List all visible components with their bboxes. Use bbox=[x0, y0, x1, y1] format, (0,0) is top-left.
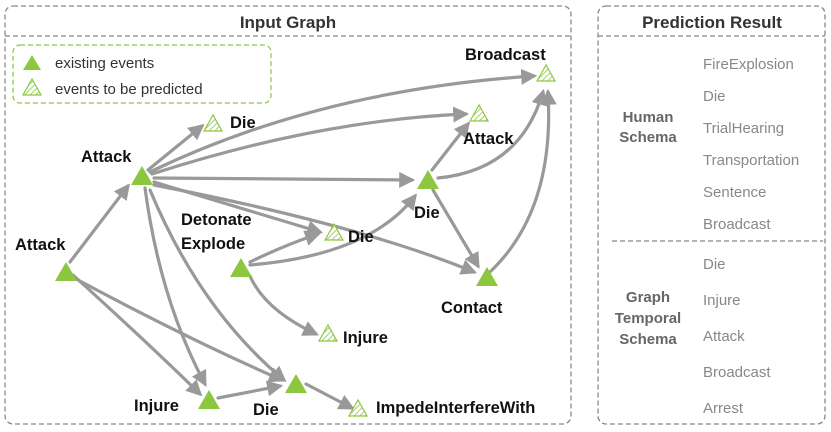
node-detonate-explode bbox=[230, 258, 252, 277]
node-attack-top bbox=[131, 166, 153, 185]
edge-dieright-broadcast bbox=[436, 88, 548, 180]
edge-diebottom-impede bbox=[304, 382, 355, 410]
edge-attacktop-contact bbox=[152, 183, 477, 275]
graph-schema-label-line1: Graph bbox=[626, 289, 670, 306]
label-injure-mid: Injure bbox=[343, 329, 388, 347]
edge-attackleft-injurebottom bbox=[71, 273, 203, 397]
node-impede bbox=[347, 398, 369, 417]
label-detonate-line1: Detonate bbox=[181, 211, 252, 229]
human-schema-item: Die bbox=[703, 88, 726, 105]
human-schema-item: Transportation bbox=[703, 152, 799, 169]
prediction-panel-border bbox=[597, 5, 826, 425]
human-schema-item: TrialHearing bbox=[703, 120, 784, 137]
label-die-right: Die bbox=[414, 204, 440, 222]
legend-border bbox=[12, 44, 272, 104]
input-graph-panel: Input Graph bbox=[4, 5, 572, 425]
label-die-mid: Die bbox=[348, 228, 374, 246]
label-detonate-line2: Explode bbox=[181, 235, 245, 253]
human-schema-list: FireExplosion Die TrialHearing Transport… bbox=[703, 56, 799, 233]
legend-existing-icon bbox=[23, 55, 41, 70]
label-attack-right: Attack bbox=[463, 130, 514, 148]
edge-dieright-attackright bbox=[430, 121, 470, 172]
node-injure-bottom bbox=[198, 390, 220, 409]
graph-schema-item: Attack bbox=[703, 328, 745, 345]
edge-detonate-dieright bbox=[248, 193, 417, 267]
graph-schema-label-line3: Schema bbox=[619, 331, 677, 348]
node-die-bottom bbox=[285, 374, 307, 393]
input-panel-border bbox=[4, 5, 572, 425]
legend: existing events events to be predicted bbox=[12, 44, 272, 104]
graph-schema-item: Arrest bbox=[703, 400, 744, 417]
node-injure-mid bbox=[317, 323, 339, 342]
label-attack-top: Attack bbox=[81, 148, 132, 166]
edge-attacktop-attackright bbox=[150, 106, 470, 176]
graph-schema-list: Die Injure Attack Broadcast Arrest bbox=[703, 256, 771, 417]
edge-attackleft-diebottom bbox=[76, 278, 285, 383]
label-injure-bottom: Injure bbox=[134, 397, 179, 415]
edge-injurebottom-diebottom bbox=[216, 380, 284, 400]
existing-event-nodes bbox=[55, 166, 498, 409]
graph-edges bbox=[68, 68, 557, 410]
graph-schema-item: Broadcast bbox=[703, 364, 771, 381]
prediction-panel-title: Prediction Result bbox=[642, 13, 782, 32]
edge-attacktop-dietop bbox=[146, 123, 205, 172]
graph-schema-item: Die bbox=[703, 256, 726, 273]
graph-schema-item: Injure bbox=[703, 292, 741, 309]
label-attack-left: Attack bbox=[15, 236, 66, 254]
edge-detonate-diemid bbox=[248, 230, 322, 264]
label-die-top: Die bbox=[230, 114, 256, 132]
edge-attacktop-injurebottom bbox=[143, 186, 207, 387]
node-die-top bbox=[202, 113, 224, 132]
node-labels: Attack Attack Die Broadcast Attack Die D… bbox=[15, 46, 546, 419]
edge-attackleft-attacktop bbox=[68, 183, 130, 264]
label-die-bottom: Die bbox=[253, 401, 279, 419]
human-schema-label-line1: Human bbox=[623, 109, 674, 126]
label-broadcast: Broadcast bbox=[465, 46, 546, 64]
edge-attacktop-dieright bbox=[152, 171, 416, 188]
prediction-panel: Prediction Result Human Schema Graph Tem… bbox=[597, 5, 826, 425]
human-schema-item: FireExplosion bbox=[703, 56, 794, 73]
edge-detonate-injuremid bbox=[248, 274, 319, 336]
label-impede: ImpedeInterfereWith bbox=[376, 399, 535, 417]
human-schema-item: Sentence bbox=[703, 184, 766, 201]
edge-dieright-contact bbox=[431, 188, 480, 269]
node-broadcast bbox=[535, 63, 557, 82]
node-die-mid bbox=[323, 222, 345, 241]
edge-contact-broadcast bbox=[488, 88, 557, 274]
predicted-event-nodes bbox=[202, 63, 557, 417]
edge-attacktop-broadcast bbox=[148, 68, 538, 174]
node-die-right bbox=[417, 170, 439, 189]
node-attack-right bbox=[468, 103, 490, 122]
legend-predicted-label: events to be predicted bbox=[55, 81, 203, 98]
label-contact: Contact bbox=[441, 299, 503, 317]
legend-predicted-icon bbox=[21, 77, 43, 96]
human-schema-label-line2: Schema bbox=[619, 129, 677, 146]
legend-existing-label: existing events bbox=[55, 55, 154, 72]
graph-schema-label-line2: Temporal bbox=[615, 310, 681, 327]
node-contact bbox=[476, 267, 498, 286]
input-panel-title: Input Graph bbox=[240, 13, 336, 32]
human-schema-item: Broadcast bbox=[703, 216, 771, 233]
edge-attacktop-diebottom bbox=[148, 188, 287, 383]
node-attack-left bbox=[55, 262, 77, 281]
